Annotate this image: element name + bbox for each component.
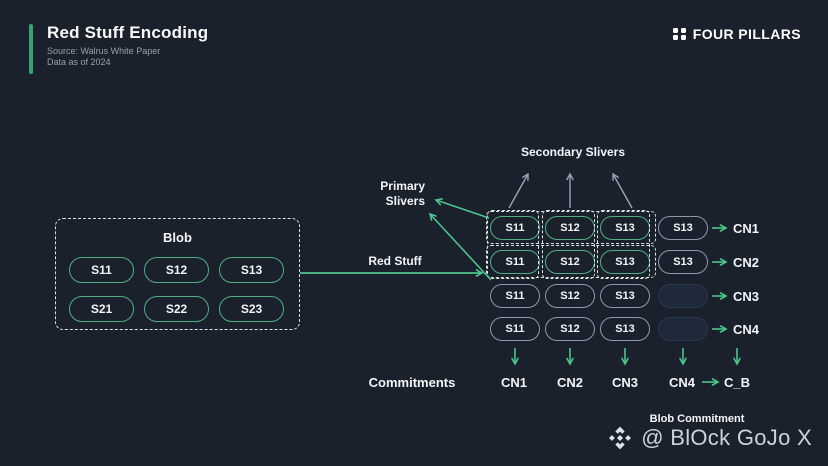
source-text: Source: Walrus White Paper <box>47 46 161 56</box>
blob-sliver-pill: S13 <box>219 257 284 283</box>
grid-pill: S13 <box>600 250 650 274</box>
page-title: Red Stuff Encoding <box>47 23 209 42</box>
primary-slivers-arrow <box>434 198 490 219</box>
cn-row-label: CN3 <box>733 289 760 304</box>
binance-diamond-icon <box>609 426 632 450</box>
cn-row-label: CN1 <box>733 221 760 236</box>
grid-pill: S13 <box>600 216 650 240</box>
blob-commitment-label: Blob Commitment <box>649 413 745 425</box>
grid-pill: S12 <box>545 250 595 274</box>
grid-empty-pill <box>658 284 708 308</box>
four-pillars-brand: FOUR PILLARS <box>673 26 801 42</box>
grid-pill: S11 <box>490 216 540 240</box>
blob-commitment-value-label: C_B <box>723 375 751 390</box>
footer-handle: @ BlOck GoJo X <box>641 425 812 450</box>
grid-empty-pill <box>658 317 708 341</box>
commitment-node-label: CN2 <box>556 375 584 390</box>
grid-extra-pill: S13 <box>658 250 708 274</box>
blob-sliver-pill: S21 <box>69 296 134 322</box>
commitment-node-label: CN1 <box>500 375 528 390</box>
blob-sliver-pill: S11 <box>69 257 134 283</box>
secondary-slivers-label: Secondary Slivers <box>520 145 626 159</box>
blob-sliver-pill: S23 <box>219 296 284 322</box>
grid-pill: S13 <box>600 317 650 341</box>
blob-sliver-pill: S12 <box>144 257 209 283</box>
grid-pill: S11 <box>490 284 540 308</box>
secondary-slivers-arrow <box>508 172 529 209</box>
brand-top-label: FOUR PILLARS <box>692 26 801 42</box>
grid-pill: S13 <box>600 284 650 308</box>
primary-slivers-arrow <box>428 212 492 281</box>
red-stuff-label: Red Stuff <box>368 254 422 268</box>
primary-slivers-label: Primary Slivers <box>380 179 425 208</box>
data-as-of-text: Data as of 2024 <box>47 57 111 67</box>
four-dots-icon <box>673 27 686 41</box>
commitment-node-label: CN4 <box>668 375 696 390</box>
grid-pill: S12 <box>545 284 595 308</box>
secondary-slivers-arrow <box>612 172 633 209</box>
grid-pill: S11 <box>490 250 540 274</box>
footer-brand: @ BlOck GoJo X <box>606 424 812 452</box>
grid-pill: S12 <box>545 317 595 341</box>
commitment-node-label: CN3 <box>611 375 639 390</box>
blob-box: Blob S11 S12 S13 S21 S22 S23 <box>55 218 300 330</box>
cn-row-label: CN4 <box>733 322 760 337</box>
cn-row-label: CN2 <box>733 255 760 270</box>
grid-pill: S11 <box>490 317 540 341</box>
grid-pill: S12 <box>545 216 595 240</box>
title-accent-bar <box>29 24 33 74</box>
blob-label: Blob <box>163 230 192 245</box>
blob-sliver-pill: S22 <box>144 296 209 322</box>
commitments-label: Commitments <box>368 375 456 390</box>
grid-extra-pill: S13 <box>658 216 708 240</box>
